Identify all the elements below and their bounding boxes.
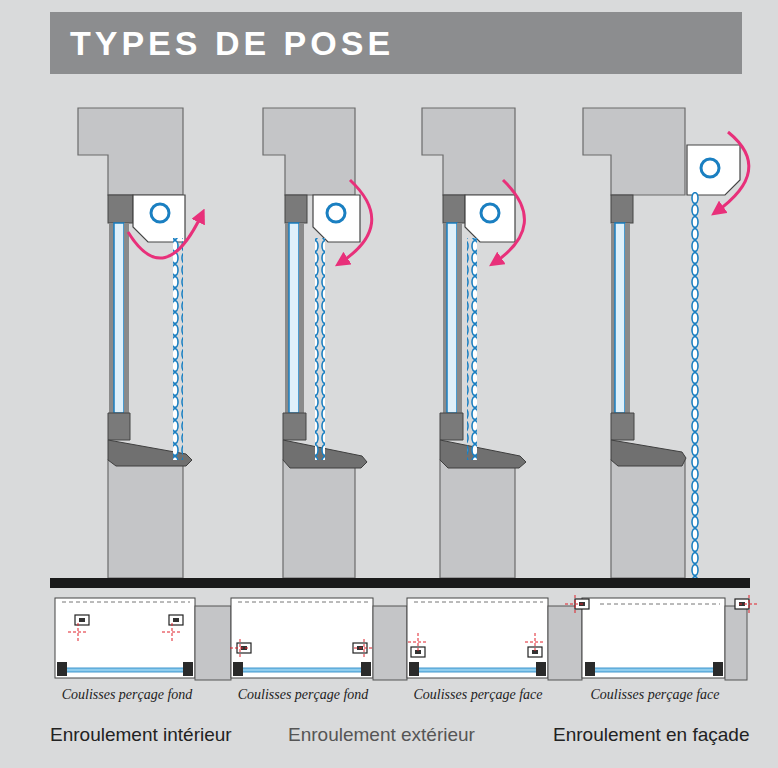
section-facade-part — [611, 413, 634, 440]
section-exterior-b-part — [447, 223, 457, 413]
plan-views-part — [354, 639, 374, 657]
section-interior-part — [108, 413, 130, 440]
section-facade-part — [689, 192, 699, 578]
guide-caption: Coulisses perçage face — [590, 687, 719, 702]
plan-views-part — [183, 662, 193, 676]
plan-views-part — [713, 662, 723, 676]
section-exterior-a-part — [313, 195, 360, 242]
section-facade — [583, 108, 749, 578]
section-facade-part — [611, 440, 686, 466]
pose-type-label: Enroulement en façade — [553, 724, 749, 747]
section-exterior-a-part — [327, 204, 345, 222]
section-exterior-a-part — [340, 180, 372, 263]
plan-views-part — [548, 606, 582, 680]
section-exterior-b-part — [467, 238, 477, 460]
guide-caption: Coulisses perçage fond — [238, 687, 369, 702]
section-exterior-b-part — [422, 108, 515, 195]
plan-views-part — [585, 662, 595, 676]
section-exterior-a-part — [283, 413, 306, 440]
section-interior-part — [124, 223, 129, 413]
section-exterior-a-part — [285, 195, 307, 223]
section-interior-part — [108, 195, 133, 223]
section-interior-part — [133, 195, 185, 242]
section-interior — [78, 108, 202, 578]
section-exterior-b-part — [440, 440, 526, 468]
section-facade-part — [583, 108, 685, 195]
plan-views-part — [230, 639, 250, 657]
plan-views-part — [525, 633, 545, 651]
plan-views-part — [233, 662, 243, 676]
title-banner-part — [50, 12, 742, 74]
section-exterior-b — [422, 108, 526, 578]
section-exterior-a-part — [263, 108, 355, 195]
section-exterior-a-part — [299, 223, 304, 413]
section-exterior-b-part — [443, 195, 465, 223]
plan-views-part — [238, 602, 368, 603]
section-exterior-b-part — [440, 460, 515, 578]
plan-views-part — [600, 604, 720, 605]
plan-views-part — [373, 606, 407, 680]
plan-views-part — [55, 598, 195, 678]
section-interior-part — [151, 204, 169, 222]
plan-views-part — [169, 615, 183, 625]
section-interior-part — [108, 460, 183, 578]
plan-views-part — [237, 643, 251, 653]
plan-views-part — [408, 633, 428, 651]
pose-type-label: Enroulement extérieur — [288, 724, 475, 747]
section-interior-part — [173, 238, 183, 460]
plan-views-part — [565, 595, 585, 613]
section-exterior-b-part — [481, 204, 499, 222]
plan-views-part — [75, 615, 89, 625]
plan-views-part — [414, 668, 543, 672]
section-exterior-b-part — [465, 195, 515, 242]
plan-views-part — [68, 623, 88, 641]
section-facade-part — [687, 145, 740, 195]
plan-views-part — [409, 662, 419, 676]
section-exterior-a-part — [315, 238, 325, 460]
section-facade-part — [611, 460, 685, 578]
plan-views-part — [582, 598, 725, 678]
section-facade-part — [716, 132, 749, 212]
section-exterior-a — [263, 108, 372, 578]
title-banner — [50, 12, 742, 74]
plan-views-part — [162, 623, 182, 641]
plan-views-part — [238, 668, 368, 672]
section-facade-part — [701, 159, 719, 177]
pose-type-label: Enroulement intérieur — [50, 724, 232, 747]
section-interior-part — [128, 214, 202, 258]
plan-views-part — [62, 602, 190, 603]
section-exterior-a-part — [283, 460, 355, 578]
plan-views-part — [407, 598, 548, 678]
section-interior-part — [114, 223, 124, 413]
floor-bar-part — [50, 578, 750, 588]
section-exterior-b-part — [457, 223, 462, 413]
plan-views-part — [536, 662, 546, 676]
plan-views-part — [57, 662, 67, 676]
plan-views-part — [62, 668, 190, 672]
section-facade-part — [625, 223, 630, 413]
guide-caption: Coulisses perçage face — [413, 687, 542, 702]
section-exterior-a-part — [289, 223, 299, 413]
floor-bar — [50, 578, 750, 588]
plan-views-part — [739, 595, 759, 613]
guide-caption: Coulisses perçage fond — [62, 687, 193, 702]
section-facade-part — [611, 195, 633, 223]
plan-views-part — [361, 662, 371, 676]
plan-views — [55, 595, 759, 680]
plan-views-part — [231, 598, 373, 678]
plan-views-part — [195, 606, 231, 680]
section-facade-part — [615, 223, 625, 413]
section-interior-part — [78, 108, 183, 195]
section-exterior-b-part — [440, 413, 463, 440]
plan-views-part — [414, 602, 543, 603]
plan-views-part — [590, 668, 720, 672]
section-exterior-b-part — [494, 180, 524, 263]
banner-title: TYPES DE POSE — [70, 26, 394, 60]
plan-views-part — [725, 606, 747, 680]
